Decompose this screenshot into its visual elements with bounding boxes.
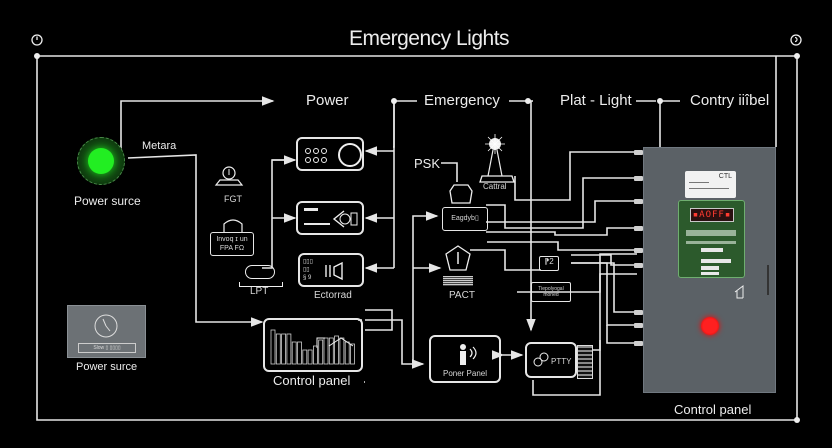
bar-glyph [328, 337, 334, 365]
keypad-icon [304, 147, 332, 165]
power-source-card[interactable]: Slow ▯ ▯▯▯▯ [67, 305, 146, 358]
ptty-box[interactable]: PTTY [525, 342, 577, 378]
pentagon-alarm-icon [444, 244, 472, 272]
lpt-bracket [239, 282, 283, 287]
frame-corner [794, 417, 800, 423]
bar-glyph [323, 337, 329, 365]
power-source-led[interactable] [77, 137, 125, 185]
green-light-icon [88, 148, 114, 174]
wire-label-metara: Metara [142, 140, 177, 152]
bell-icon [212, 165, 246, 189]
frame-corner [34, 53, 40, 59]
panel-row [686, 241, 736, 244]
terminal-connector [634, 248, 643, 253]
bar-glyph [318, 339, 324, 365]
power-card-button[interactable]: Slow ▯ ▯▯▯▯ [78, 343, 136, 353]
panel-row [686, 230, 736, 236]
wire-power-top [120, 96, 275, 160]
beacon-label: Cattral [483, 182, 507, 191]
cabinet-label-card: CTL [685, 171, 736, 198]
status-led-red [701, 317, 719, 335]
keypad-grid-icon [577, 345, 593, 379]
trend-line [316, 337, 354, 348]
panel-row [701, 259, 731, 263]
fire-panel-module[interactable]: Tiepolyogal moned [531, 282, 571, 302]
link-icon [533, 352, 549, 368]
header-label-plat-light: Plat - Light [560, 92, 632, 109]
bar-glyph [350, 343, 355, 365]
invoq-label-box: Invoq ɪ un FPA FΩ [210, 232, 254, 256]
speaker-device[interactable]: ▯▯▯▯▯§ 9 [298, 253, 364, 287]
bar-glyph [291, 341, 297, 365]
lock-icon [221, 218, 245, 232]
lpt-label: LPT [250, 286, 269, 297]
bar-glyph [344, 341, 350, 365]
terminal-connector [634, 263, 643, 268]
terminal-connector [634, 310, 643, 315]
cabinet-label: Control panel [674, 402, 752, 417]
speaker-label: Ectorrad [314, 290, 352, 301]
panel-row [701, 266, 719, 270]
terminal-connector [634, 341, 643, 346]
pact-base [443, 276, 473, 286]
fgt-label: FGT [224, 194, 242, 204]
bar-glyph [297, 341, 302, 365]
wire-metara [127, 154, 264, 327]
speaker-icon [324, 261, 352, 281]
header-label-power: Power [306, 92, 349, 109]
junction-dot [391, 98, 397, 104]
status-display: ▪AOFF▪ [690, 208, 734, 222]
clock-icon [31, 33, 43, 46]
control-panel-label: Control panel [273, 373, 351, 388]
junction-dot [657, 98, 663, 104]
control-panel-chart-box[interactable] [263, 318, 363, 372]
page-title: Emergency Lights [348, 27, 510, 50]
pact-label: PACT [449, 290, 475, 301]
terminal-connector [634, 176, 643, 181]
card-reader-device[interactable] [296, 201, 364, 235]
bar-glyph [275, 333, 281, 365]
bar-glyph [281, 333, 287, 365]
frame-corner [794, 53, 800, 59]
hand-sensor-icon [446, 183, 476, 205]
bar-glyph [339, 337, 345, 365]
keypad-device[interactable] [296, 137, 364, 171]
door-handle[interactable] [767, 265, 769, 295]
bar-glyph [302, 349, 308, 365]
bar-glyph [307, 349, 313, 365]
sensor-module[interactable]: Eagdyb▯ [442, 207, 488, 231]
terminal-connector [634, 323, 643, 328]
small-indicator-box: ⁋2 [539, 256, 559, 271]
power-source-label: Power surce [74, 194, 141, 208]
terminal-connector [634, 150, 643, 155]
header-label-contry-label: Contry iiîbel [690, 92, 770, 109]
panel-row [701, 248, 723, 252]
power-panel-box[interactable]: Poner Panel [429, 335, 501, 383]
power-card-label: Power surce [76, 361, 138, 373]
bar-chart-icon [269, 326, 359, 366]
house-icon [734, 284, 748, 300]
junction-dot [525, 98, 531, 104]
bar-glyph [313, 345, 318, 365]
gauge-icon [93, 313, 119, 339]
arrow-left-icon [332, 209, 358, 229]
beacon-light-icon [478, 134, 520, 186]
terminal-connector [634, 226, 643, 231]
panel-row [701, 272, 719, 275]
dial-icon [338, 143, 362, 167]
wire-bus-col2 [262, 159, 285, 269]
bar-glyph [334, 335, 339, 365]
clock-icon [790, 33, 802, 46]
bar-glyph [286, 333, 292, 365]
bar-glyph [270, 329, 276, 365]
psk-label: PSK [414, 156, 441, 171]
terminal-connector [634, 199, 643, 204]
header-label-emergency: Emergency [424, 92, 500, 109]
toggle-switch-icon[interactable] [245, 265, 275, 279]
person-wifi-icon [455, 343, 481, 367]
